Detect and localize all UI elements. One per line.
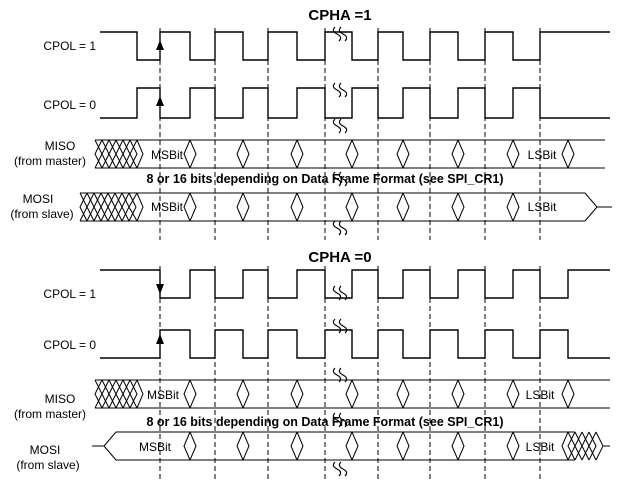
first-bit-label: MSBit	[151, 148, 184, 162]
miso-label: MISO	[45, 392, 76, 406]
last-bit-label: LSBit	[528, 148, 557, 162]
cpol1-label: CPOL = 1	[43, 287, 96, 301]
last-bit-label: LSBit	[528, 200, 557, 214]
miso-sub-label: (from master)	[14, 407, 86, 421]
cpol0-label: CPOL = 0	[43, 98, 96, 112]
clock-cpol1-wave	[100, 269, 610, 299]
clock-cpol0-wave	[100, 329, 610, 359]
section-cpha1: CPHA =1 CPOL = 1 CPOL = 0 MISO (from mas…	[10, 7, 612, 240]
mosi-sub-label: (from slave)	[10, 207, 73, 221]
clock-cpol1-wave	[100, 31, 610, 61]
arrow-down-icon	[156, 284, 164, 294]
cpol0-label: CPOL = 0	[43, 338, 96, 352]
miso-label: MISO	[45, 139, 76, 153]
mosi-sub-label: (from slave)	[16, 458, 79, 472]
first-bit-label: MSBit	[151, 200, 184, 214]
first-bit-label: MSBit	[147, 388, 180, 402]
clock-cpol0-wave	[100, 87, 610, 119]
mosi-label: MOSI	[30, 443, 61, 457]
mosi-bus: MSBit LSBit	[92, 431, 610, 461]
mosi-bus: MSBit LSBit	[79, 192, 612, 222]
miso-sub-label: (from master)	[14, 154, 86, 168]
sampling-lines	[159, 266, 541, 482]
break-marks	[332, 26, 348, 236]
first-bit-label: MSBit	[139, 440, 172, 454]
section-title: CPHA =1	[308, 7, 371, 24]
break-marks	[332, 285, 348, 477]
frame-format-note: 8 or 16 bits depending on Data Frame For…	[146, 172, 503, 186]
sampling-lines	[159, 28, 541, 240]
cpol1-label: CPOL = 1	[43, 39, 96, 53]
mosi-label: MOSI	[23, 192, 54, 206]
miso-bus: MSBit LSBit	[94, 139, 605, 169]
miso-bus: MSBit LSBit	[94, 379, 610, 409]
section-title: CPHA =0	[308, 249, 371, 266]
section-cpha0: CPHA =0 CPOL = 1 CPOL = 0 MISO (from mas…	[14, 249, 610, 482]
